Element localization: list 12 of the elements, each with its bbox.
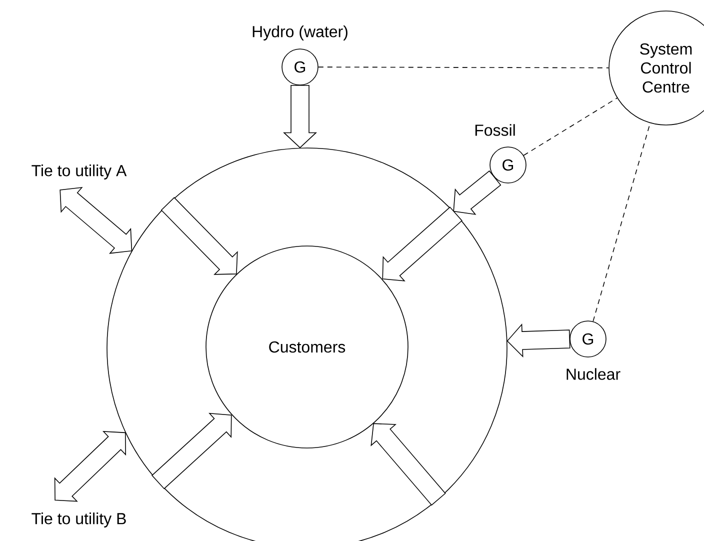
hollow-arrow <box>506 324 570 358</box>
dashed-line <box>318 66 609 68</box>
dashed-line <box>523 98 618 156</box>
generator-label: Nuclear <box>566 368 620 380</box>
hollow-arrow <box>60 186 132 254</box>
tie-label: Tie to utility A <box>32 164 127 180</box>
hollow-arrow <box>54 431 126 502</box>
generator-label: Hydro (water) <box>252 26 348 40</box>
tie-label: Tie to utility B <box>32 512 126 528</box>
hollow-arrow <box>382 206 462 282</box>
hollow-arrow <box>283 85 318 148</box>
generator-label: Fossil <box>475 124 515 136</box>
